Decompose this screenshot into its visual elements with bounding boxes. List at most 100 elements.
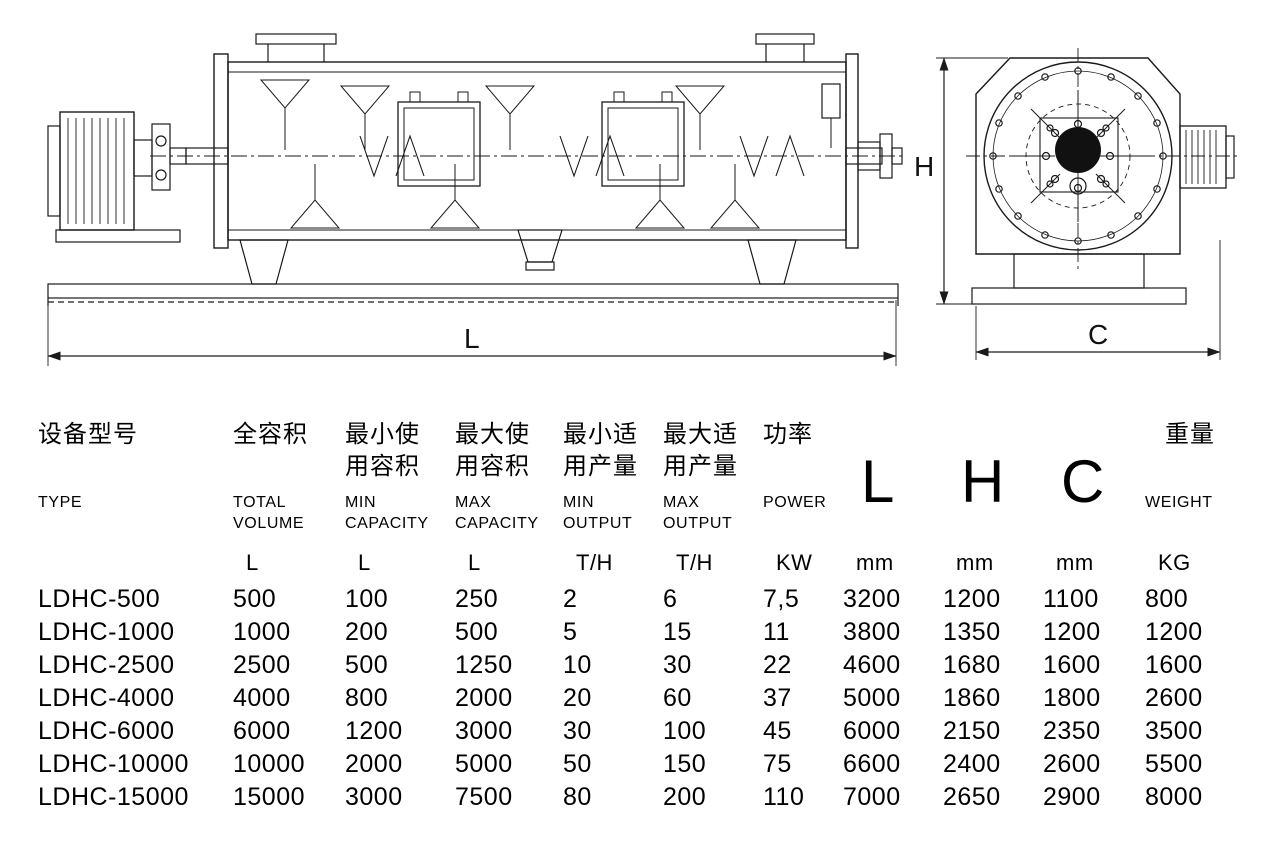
header-row-zh: 设备型号 全容积 最小使 用容积 最大使 用容积 最小适 用产量 最大适 用产量… [38,419,1280,515]
col-header-weight-en: WEIGHT [1145,494,1213,511]
col-header-volume-zh: 全容积 [233,421,308,448]
unit-dim-c: mm [1056,550,1094,575]
end-centerlines [966,48,1240,270]
value-cell: 15000 [233,783,306,811]
value-cell: 5000 [843,684,901,712]
value-cell: 2000 [345,750,403,778]
value-cell: 50 [563,750,592,778]
value-cell: 30 [563,717,592,745]
value-cell: 500 [233,585,277,613]
dimension-c: C [975,240,1221,360]
value-cell: 75 [763,750,792,778]
value-cell: 1200 [345,717,403,745]
support-legs [239,239,797,285]
dim-c-label: C [1088,319,1108,350]
value-cell: 2 [563,585,578,613]
col-header-type-en: TYPE [38,494,83,511]
value-cell: 7,5 [763,585,800,613]
side-view-drawing: L [47,33,905,366]
technical-drawing: L [0,0,1280,405]
value-cell: 8000 [1145,783,1203,811]
value-cell: 3800 [843,618,901,646]
model-cell: LDHC-4000 [38,684,175,712]
mixer-drawing-svg: L [47,33,1240,366]
value-cell: 4600 [843,651,901,679]
model-cell: LDHC-2500 [38,651,175,679]
unit-weight: KG [1158,550,1191,575]
mixer-body [213,53,859,249]
value-cell: 3000 [345,783,403,811]
value-cell: 6 [663,585,678,613]
value-cell: 80 [563,783,592,811]
unit-dim-l: mm [856,550,894,575]
value-cell: 150 [663,750,707,778]
value-cell: 1860 [943,684,1001,712]
header-row-unit: L L L T/H T/H KW mm mm mm KG [38,543,1280,583]
spec-table: 设备型号 全容积 最小使 用容积 最大使 用容积 最小适 用产量 最大适 用产量… [38,419,1280,814]
value-cell: 6600 [843,750,901,778]
unit-power: KW [776,550,813,575]
dimension-l: L [47,300,897,366]
unit-mincap: L [358,550,371,575]
model-cell: LDHC-1000 [38,618,175,646]
value-cell: 2900 [1043,783,1101,811]
value-cell: 110 [763,783,805,811]
value-cell: 22 [763,651,792,679]
unit-maxout: T/H [676,550,713,575]
unit-type [38,543,233,583]
value-cell: 37 [763,684,792,712]
col-header-maxcap-zh: 最大使 用容积 [455,421,530,480]
value-cell: 1200 [943,585,1001,613]
value-cell: 11 [763,618,790,646]
unit-minout: T/H [576,550,613,575]
value-cell: 2400 [943,750,1001,778]
end-bearing [857,133,903,179]
col-header-volume-en: TOTAL VOLUME [233,494,305,532]
model-cell: LDHC-500 [38,585,161,613]
discharge-cone [517,229,563,271]
shaft-hub [1039,117,1119,195]
value-cell: 7000 [843,783,901,811]
value-cell: 2500 [233,651,291,679]
col-header-maxout-zh: 最大适 用产量 [663,421,738,480]
spec-table-head: 设备型号 全容积 最小使 用容积 最大使 用容积 最小适 用产量 最大适 用产量… [38,419,1280,583]
unit-dim-h: mm [956,550,994,575]
col-header-dim-h: H [961,447,1005,515]
unit-maxcap: L [468,550,481,575]
value-cell: 250 [455,585,499,613]
value-cell: 1200 [1145,618,1203,646]
value-cell: 100 [345,585,389,613]
value-cell: 1250 [455,651,513,679]
value-cell: 2000 [455,684,513,712]
value-cell: 5000 [455,750,513,778]
value-cell: 4000 [233,684,291,712]
value-cell: 1800 [1043,684,1101,712]
header-row-en: TYPE TOTAL VOLUME MIN CAPACITY MAX CAPAC… [38,493,1280,543]
plough-tools-top [259,79,726,150]
value-cell: 10 [563,651,592,679]
col-header-power-en: POWER [763,494,827,511]
col-header-minout-en: MIN OUTPUT [563,494,633,532]
value-cell: 500 [455,618,499,646]
value-cell: 60 [663,684,692,712]
end-housing [971,57,1187,305]
value-cell: 800 [345,684,389,712]
col-header-minout-zh: 最小适 用产量 [563,421,638,480]
model-cell: LDHC-6000 [38,717,175,745]
value-cell: 3500 [1145,717,1203,745]
plough-tools-bottom [289,164,761,229]
value-cell: 3000 [455,717,513,745]
value-cell: 1600 [1043,651,1101,679]
plough-blades [359,134,805,178]
value-cell: 1600 [1145,651,1203,679]
value-cell: 6000 [233,717,291,745]
value-cell: 2600 [1043,750,1101,778]
value-cell: 200 [663,783,707,811]
value-cell: 1680 [943,651,1001,679]
